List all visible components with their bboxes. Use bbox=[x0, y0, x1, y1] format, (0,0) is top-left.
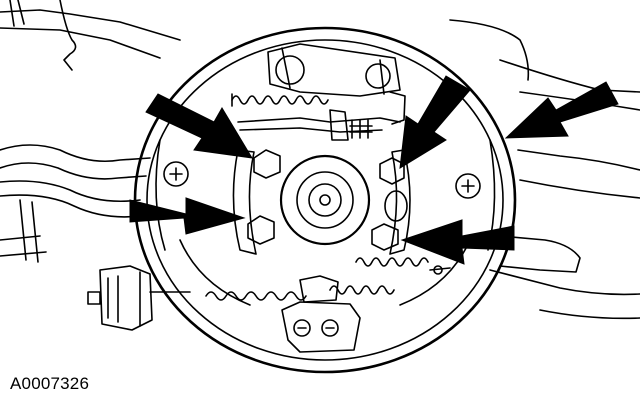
arrow-upper-left bbox=[145, 93, 253, 159]
figure-id-label: A0007326 bbox=[10, 374, 90, 393]
upper-return-spring bbox=[231, 93, 329, 107]
brake-shoes bbox=[179, 149, 471, 306]
arrow-lower-right bbox=[400, 219, 515, 265]
arrow-lower-left bbox=[129, 197, 246, 235]
lower-return-spring bbox=[205, 257, 451, 301]
hub-center bbox=[279, 154, 408, 246]
backing-plate bbox=[133, 26, 517, 374]
callout-arrows bbox=[129, 75, 619, 265]
anchor-block bbox=[281, 275, 361, 353]
arrow-upper-right bbox=[399, 75, 471, 169]
outer-fasteners bbox=[163, 161, 481, 199]
parking-brake-cable-end bbox=[87, 265, 191, 331]
retaining-bolts bbox=[247, 149, 405, 251]
arrow-far-right bbox=[504, 81, 619, 139]
adjuster-mechanism bbox=[237, 91, 406, 141]
wheel-cylinder-top bbox=[267, 43, 401, 97]
